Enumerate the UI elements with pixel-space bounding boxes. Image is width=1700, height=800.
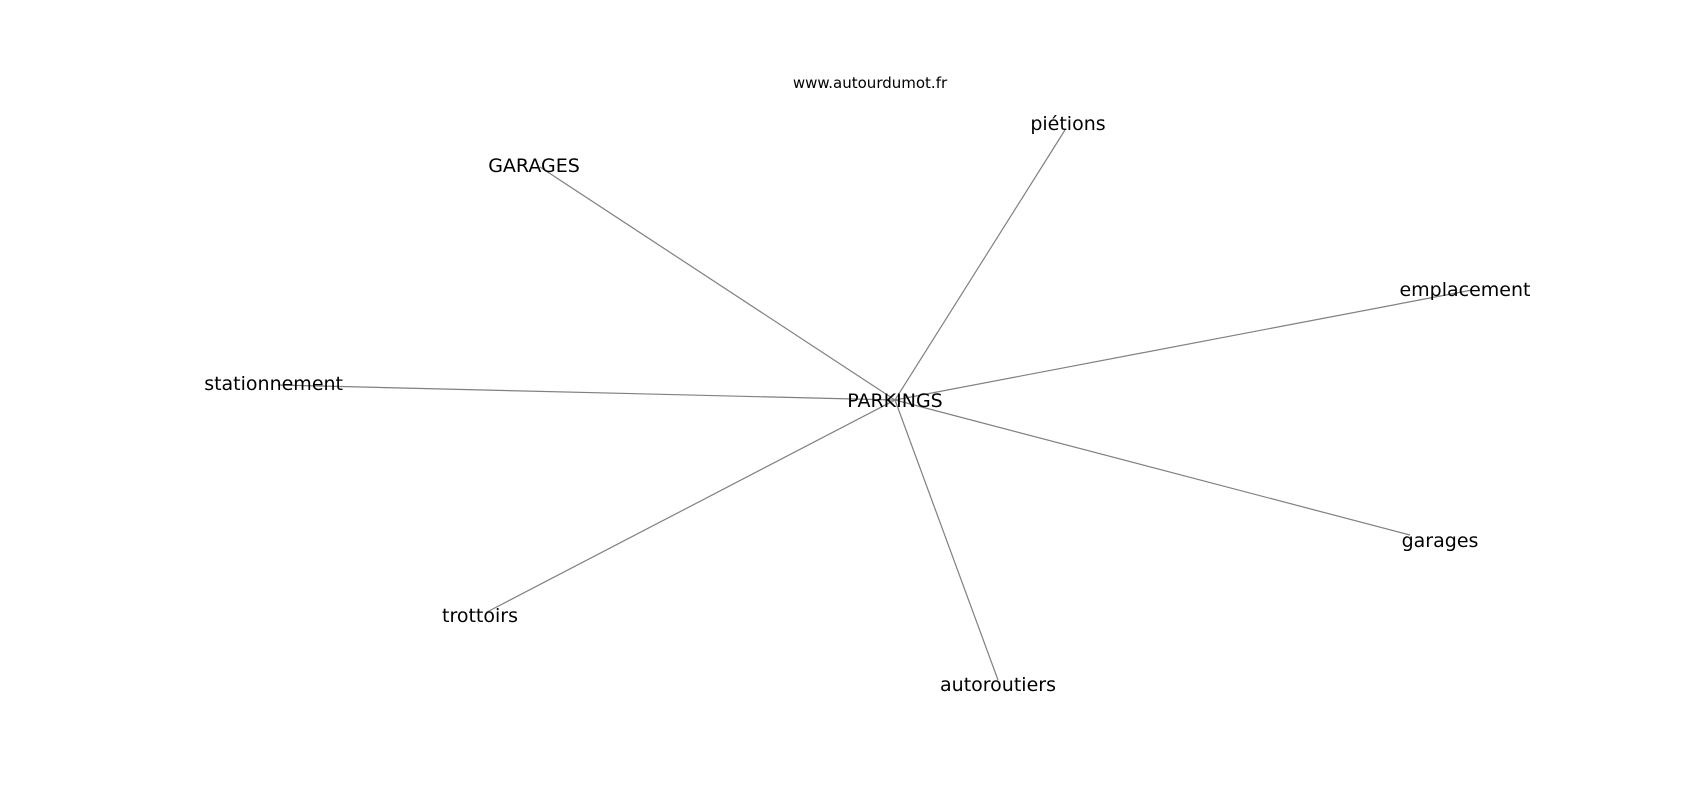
related-word-label: stationnement (204, 373, 343, 395)
related-word-label: emplacement (1399, 279, 1530, 301)
edge-0 (539, 166, 896, 401)
related-word-label: autoroutiers (940, 674, 1056, 696)
edge-5 (486, 399, 896, 613)
edge-4 (894, 399, 1411, 536)
source-url-label: www.autourdumot.fr (793, 74, 948, 92)
center-node-label: PARKINGS (847, 390, 943, 412)
edge-1 (894, 129, 1066, 401)
related-word-label: garages (1402, 530, 1479, 552)
label-group: www.autourdumot.fr PARKINGS GARAGES piéti… (204, 74, 1530, 696)
related-word-label: piétions (1030, 113, 1105, 135)
edge-3 (277, 384, 896, 401)
related-word-label: trottoirs (442, 605, 518, 627)
edge-2 (894, 289, 1473, 401)
related-word-label: GARAGES (488, 155, 580, 177)
edge-group (277, 129, 1473, 681)
edge-6 (894, 399, 999, 681)
